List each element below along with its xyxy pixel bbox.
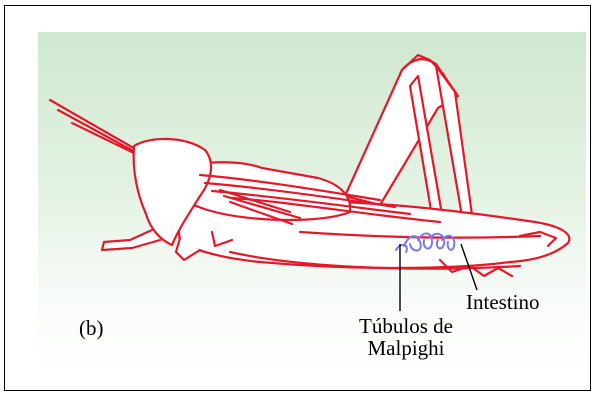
antenna-1 — [50, 100, 137, 150]
panel-label: (b) — [79, 318, 104, 339]
antenna-3 — [72, 123, 140, 156]
malpighian-tubules-label: Túbulos de Malpighi — [331, 315, 481, 359]
tubules-label-line1: Túbulos de — [331, 315, 481, 337]
antenna-2 — [58, 110, 137, 153]
front-leg-1 — [102, 230, 160, 250]
tubules-label-line2: Malpighi — [331, 337, 481, 359]
intestine-label: Intestino — [466, 292, 540, 313]
